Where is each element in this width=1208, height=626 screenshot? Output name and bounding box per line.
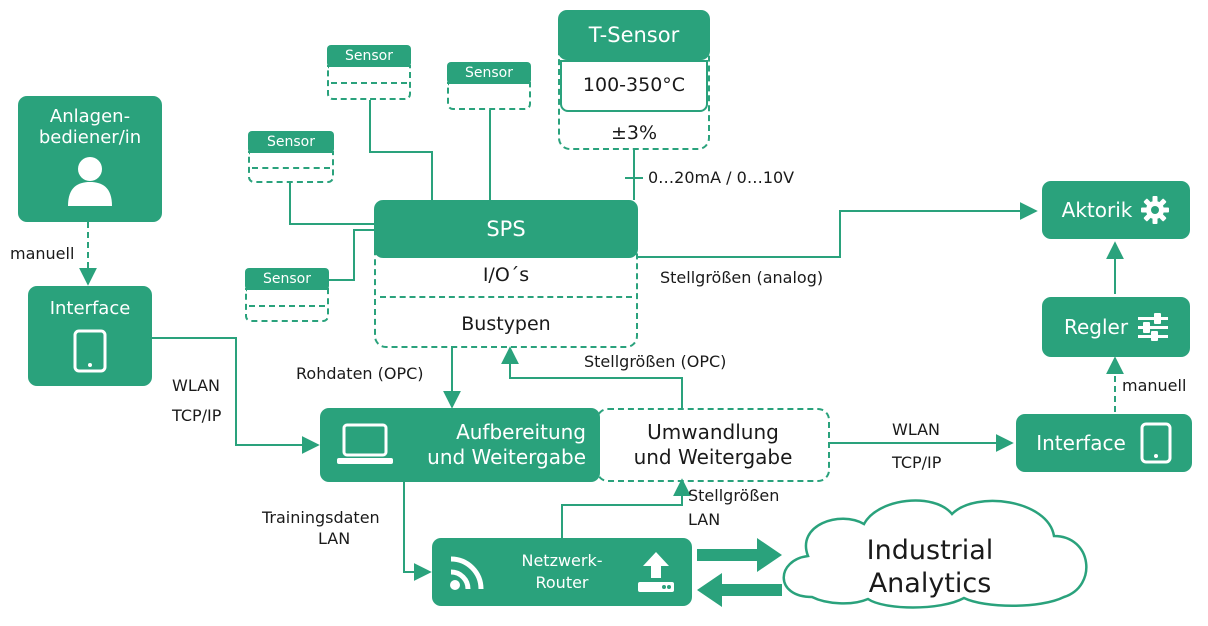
router-line2: Router [535, 573, 589, 592]
tablet-icon [73, 329, 107, 373]
upload-icon [636, 550, 676, 594]
wlan-label-right: WLAN [892, 420, 941, 439]
sensor-1: Sensor [327, 45, 411, 100]
sensor-2-header: Sensor [447, 62, 531, 84]
sensor-1-slot [327, 65, 411, 100]
sensor-2-slot [447, 82, 531, 110]
sensor-1-header: Sensor [327, 45, 411, 67]
aktorik-label: Aktorik [1061, 198, 1133, 222]
sensor-3-divider [252, 167, 330, 169]
router-text: Netzwerk- Router [521, 550, 602, 594]
aufbereitung-line1: Aufbereitung [456, 420, 586, 444]
trainingsdaten-label: Trainingsdaten [262, 508, 380, 527]
sensor-3: Sensor [248, 131, 334, 183]
umwandlung-box: Umwandlung und Weitergabe [596, 408, 830, 482]
aktorik-box[interactable]: Aktorik [1042, 181, 1190, 239]
regler-box[interactable]: Regler [1042, 297, 1190, 357]
umwandlung-line1: Umwandlung [647, 420, 779, 444]
aufbereitung-box: Aufbereitung und Weitergabe [320, 408, 600, 482]
t-sensor-range-bg [560, 60, 708, 112]
tcpip-label-right: TCP/IP [892, 453, 942, 472]
router-line1: Netzwerk- [521, 551, 603, 570]
sps-divider [380, 296, 632, 298]
sensor-1-divider [331, 82, 407, 84]
laptop-icon [336, 422, 394, 468]
router-box: Netzwerk- Router [432, 538, 692, 606]
sensor-4-slot [245, 288, 329, 322]
t-sensor-accuracy: ±3% [610, 122, 658, 144]
sensor-4-divider [249, 305, 325, 307]
sensor-4: Sensor [245, 268, 329, 322]
wifi-icon [448, 552, 488, 592]
sps: SPS I/O´s Bustypen [374, 200, 638, 348]
user-icon [64, 154, 116, 206]
left-interface-label: Interface [49, 298, 131, 319]
sensor-3-header: Sensor [248, 131, 334, 153]
gear-icon [1140, 195, 1170, 225]
t-sensor: T-Sensor 100-350°C ±3% [558, 10, 710, 150]
aufbereitung-text: Aufbereitung und Weitergabe [427, 420, 600, 470]
wlan-label-left: WLAN [172, 376, 221, 395]
stell-opc-label: Stellgrößen (OPC) [584, 352, 727, 371]
manuell-label-left: manuell [10, 244, 75, 263]
t-sensor-range: 100-350°C [582, 74, 686, 96]
manuell-label-right: manuell [1122, 376, 1187, 395]
cloud-line2: Analytics [868, 568, 992, 599]
signal-range-label: 0…20mA / 0…10V [648, 168, 795, 187]
sps-title: SPS [374, 200, 638, 258]
operator-box: Anlagen- bediener/in [18, 96, 162, 222]
lan-label-right: LAN [688, 510, 721, 529]
stell-lan-label: Stellgrößen [688, 486, 780, 505]
tcpip-label-left: TCP/IP [172, 406, 222, 425]
aufbereitung-line2: und Weitergabe [427, 445, 586, 469]
rohdaten-label: Rohdaten (OPC) [296, 364, 424, 383]
sensor-3-slot [248, 151, 334, 183]
left-interface-box[interactable]: Interface [28, 286, 152, 386]
sps-bus: Bustypen [461, 313, 551, 335]
operator-label-line1: Anlagen- [49, 106, 131, 127]
regler-label: Regler [1063, 315, 1129, 339]
umwandlung-line2: und Weitergabe [633, 445, 793, 469]
tablet-icon [1140, 422, 1172, 464]
cloud-shape [782, 499, 1088, 609]
sliders-icon [1138, 313, 1169, 341]
cloud-line1: Industrial [866, 535, 994, 566]
operator-label-line2: bediener/in [38, 127, 142, 148]
stell-analog-label: Stellgrößen (analog) [660, 268, 824, 287]
sensor-2: Sensor [447, 62, 531, 110]
right-interface-box[interactable]: Interface [1016, 414, 1192, 472]
right-interface-label: Interface [1036, 431, 1126, 455]
sensor-4-header: Sensor [245, 268, 329, 290]
lan-label-left: LAN [318, 529, 351, 548]
t-sensor-title: T-Sensor [558, 10, 710, 60]
cloud-text: Industrial Analytics [840, 534, 1020, 600]
sps-io: I/O´s [482, 264, 530, 286]
